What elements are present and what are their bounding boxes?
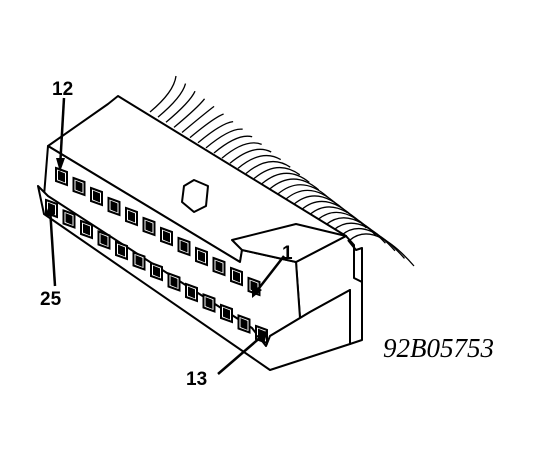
- pin-label-1: 1: [282, 243, 293, 264]
- wire: [341, 227, 405, 259]
- terminal-pin: [128, 210, 135, 223]
- wire: [261, 172, 310, 185]
- leader-line-12: [58, 97, 66, 169]
- wire: [221, 142, 262, 159]
- terminal-pin: [65, 213, 73, 225]
- leader-arrowheads: [45, 158, 268, 344]
- leader-line-13: [217, 335, 263, 375]
- pin-label-12: 12: [52, 79, 73, 100]
- wire: [253, 166, 301, 180]
- leader-line-1: [255, 255, 285, 293]
- terminal-pin: [75, 180, 83, 193]
- reference-code: 92B05753: [383, 333, 494, 363]
- wire: [197, 120, 234, 144]
- terminal-pin: [153, 265, 160, 278]
- terminal-pin: [163, 230, 170, 243]
- arrowhead-12: [56, 158, 65, 172]
- terminal-pin: [205, 297, 213, 309]
- wire: [269, 178, 320, 191]
- wire: [205, 128, 243, 149]
- wire: [245, 160, 291, 174]
- terminal-cavities: [45, 166, 268, 345]
- arrowhead-25: [45, 203, 55, 216]
- arrowhead-13: [256, 330, 268, 344]
- wire: [237, 154, 282, 169]
- leader-line-25: [48, 207, 57, 287]
- wire: [165, 90, 196, 123]
- terminal-pin: [83, 223, 90, 236]
- housing-flange: [347, 239, 363, 284]
- housing-latch: [231, 223, 347, 263]
- arrowhead-1: [252, 284, 262, 298]
- wire: [213, 135, 253, 154]
- wire: [149, 75, 177, 113]
- terminal-pin: [93, 190, 100, 203]
- housing-lower-skirt: [37, 185, 351, 371]
- terminal-pin: [223, 307, 230, 320]
- terminal-pin: [170, 276, 178, 288]
- terminal-pin: [145, 220, 153, 233]
- terminal-pin: [118, 244, 125, 257]
- terminal-pin: [198, 250, 205, 263]
- wire: [157, 83, 187, 118]
- terminal-pin: [135, 255, 143, 267]
- terminal-pin: [233, 270, 240, 283]
- terminal-pin: [180, 240, 188, 253]
- terminal-pin: [58, 170, 65, 183]
- wire: [229, 148, 272, 164]
- terminal-pin: [110, 200, 118, 213]
- wire: [277, 184, 329, 199]
- wire: [349, 233, 415, 267]
- wire: [181, 105, 215, 133]
- terminal-pin: [215, 260, 223, 273]
- wire-bundle: [149, 75, 415, 267]
- wire: [189, 113, 224, 139]
- wire: [333, 222, 396, 252]
- pin-label-25: 25: [40, 289, 62, 310]
- terminal-pin: [240, 318, 248, 330]
- leader-lines: [48, 97, 285, 375]
- terminal-pin: [188, 286, 195, 299]
- key-bump: [181, 179, 209, 213]
- wire: [173, 98, 206, 128]
- terminal-pin: [100, 234, 108, 246]
- pin-label-13: 13: [186, 369, 207, 390]
